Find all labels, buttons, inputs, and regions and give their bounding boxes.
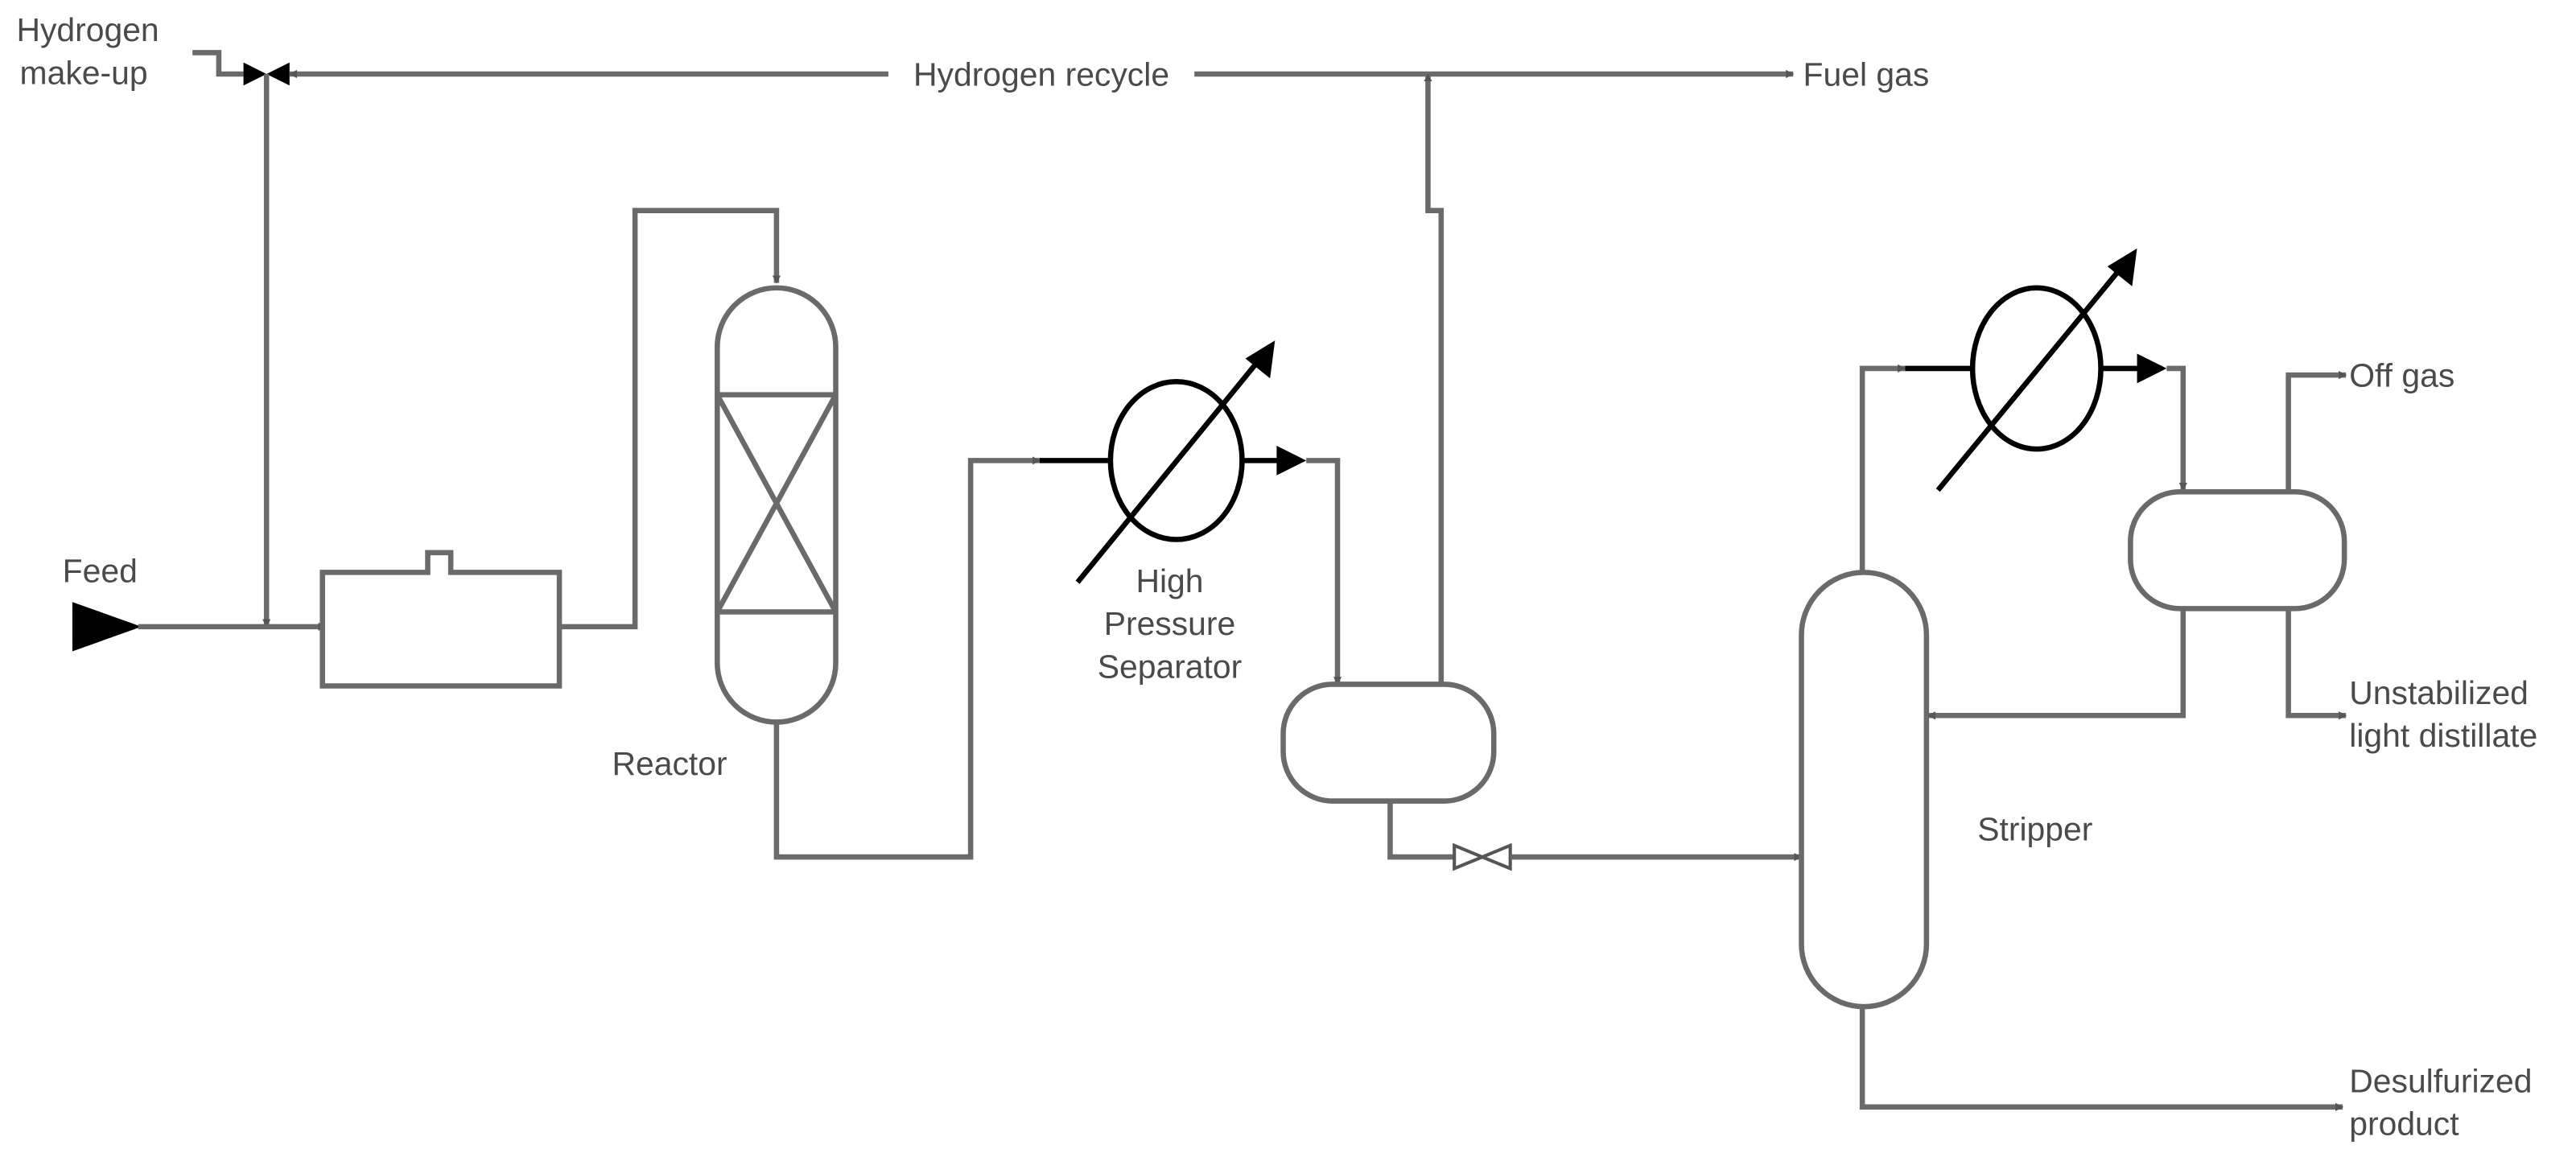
reactor-label: Reactor bbox=[612, 745, 727, 782]
hps-label-2: Pressure bbox=[1104, 605, 1236, 642]
stripper-label: Stripper bbox=[1977, 811, 2092, 848]
unstabilized-label-1: Unstabilized bbox=[2349, 674, 2529, 711]
high-pressure-separator[interactable] bbox=[1280, 682, 1497, 804]
desulfurized-product-line bbox=[1859, 1007, 2344, 1111]
product-label-1: Desulfurized bbox=[2349, 1062, 2532, 1099]
hydrogen-makeup-label-1: Hydrogen bbox=[16, 11, 159, 48]
cooler-exchanger-1[interactable] bbox=[1039, 340, 1307, 584]
reactor-vessel[interactable] bbox=[715, 285, 839, 725]
fuel-gas-label: Fuel gas bbox=[1803, 56, 1930, 93]
feed-arrowhead-icon bbox=[72, 602, 142, 652]
hydrogen-recycle-label: Hydrogen recycle bbox=[913, 56, 1169, 93]
letdown-valve[interactable] bbox=[1453, 842, 1512, 871]
hps-label-1: High bbox=[1136, 562, 1203, 599]
product-label-2: product bbox=[2349, 1106, 2459, 1143]
stripper-overhead-line bbox=[1859, 364, 1906, 573]
off-gas-label: Off gas bbox=[2349, 356, 2454, 393]
heater[interactable] bbox=[319, 550, 563, 689]
off-gas-line bbox=[2285, 370, 2347, 492]
stripper-column[interactable] bbox=[1799, 570, 1930, 1010]
feed-label: Feed bbox=[63, 553, 138, 590]
hydrogen-makeup-valve[interactable] bbox=[243, 62, 290, 86]
cooler1-outlet-line bbox=[1306, 458, 1342, 686]
hps-label-3: Separator bbox=[1098, 648, 1243, 685]
hps-vapor-line bbox=[1424, 72, 1445, 685]
reflux-drum[interactable] bbox=[2128, 488, 2347, 612]
hydrogen-makeup-label-2: make-up bbox=[20, 54, 148, 91]
cooler2-outlet-line bbox=[2166, 365, 2187, 492]
reactor-outlet-line bbox=[773, 456, 1041, 860]
heater-outlet-line bbox=[559, 208, 781, 630]
unstabilized-distillate-line bbox=[2285, 608, 2347, 720]
unstabilized-label-2: light distillate bbox=[2349, 717, 2537, 754]
reflux-line bbox=[1927, 608, 2187, 720]
hydrogen-makeup-line bbox=[192, 50, 244, 77]
cooler-exchanger-2[interactable] bbox=[1905, 248, 2167, 492]
recycle-label-gap bbox=[888, 49, 1195, 99]
hps-liquid-line bbox=[1387, 801, 1455, 860]
